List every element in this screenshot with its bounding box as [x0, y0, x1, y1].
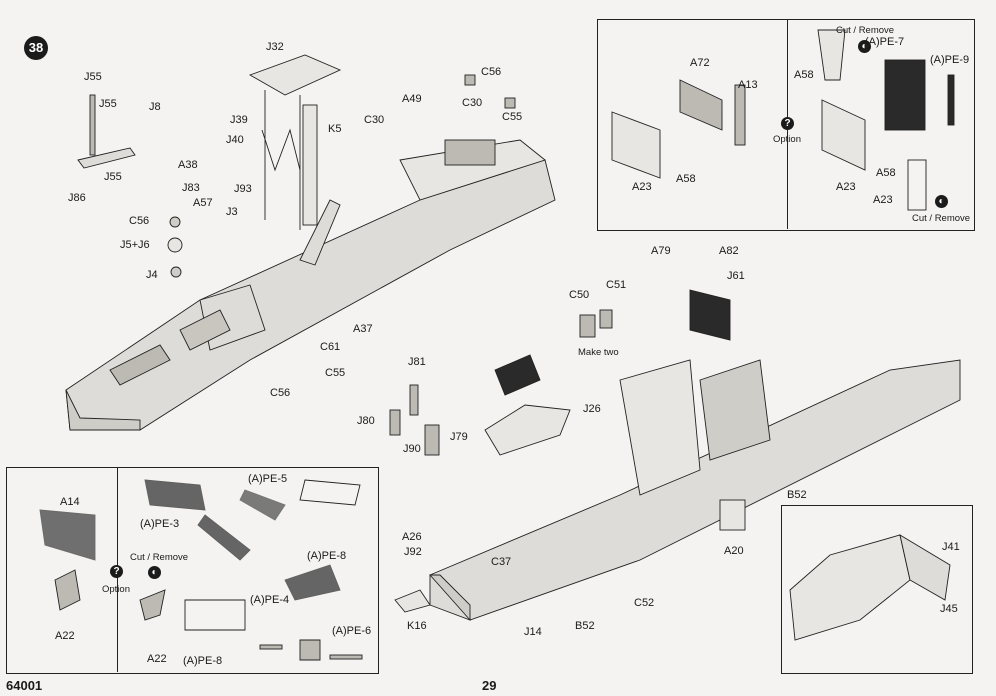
part-label-a58: A58: [794, 69, 814, 81]
part-label-a14: A14: [60, 496, 80, 508]
part-label-c55: C55: [502, 111, 523, 123]
part-label-a37: A37: [353, 323, 373, 335]
make-two-note: Make two: [578, 347, 619, 358]
cut-icon: ◐: [148, 566, 161, 579]
part-label-j26: J26: [583, 403, 601, 415]
part-label-j90: J90: [403, 443, 421, 455]
part-label-k5: K5: [328, 123, 342, 135]
cut-remove-note: Cut / Remove: [912, 213, 971, 224]
part-label-a23: A23: [632, 181, 652, 193]
part-label-j55: J55: [104, 171, 122, 183]
detail-box-bottom-left: [6, 467, 379, 674]
part-label-c51: C51: [606, 279, 627, 291]
part-label-c37: C37: [491, 556, 512, 568]
part-label-c52: C52: [634, 597, 655, 609]
part-label-b52: B52: [575, 620, 595, 632]
part-label-j55: J55: [99, 98, 117, 110]
part-label-ape4: (A)PE-4: [250, 594, 290, 606]
cut-icon: ◐: [858, 40, 871, 53]
part-label-ape3: (A)PE-3: [140, 518, 180, 530]
part-label-c61: C61: [320, 341, 341, 353]
part-label-ape9: (A)PE-9: [930, 54, 970, 66]
part-label-a58: A58: [676, 173, 696, 185]
option-note: Option: [773, 134, 801, 145]
part-label-j92: J92: [404, 546, 422, 558]
part-label-j86: J86: [68, 192, 86, 204]
part-label-j41: J41: [942, 541, 960, 553]
option-note: Option: [102, 584, 130, 595]
part-label-ape6: (A)PE-6: [332, 625, 372, 637]
part-label-a20: A20: [724, 545, 744, 557]
part-label-a58: A58: [876, 167, 896, 179]
part-label-a23: A23: [836, 181, 856, 193]
part-label-j80: J80: [357, 415, 375, 427]
part-label-a22: A22: [147, 653, 167, 665]
catalog-number: 64001: [6, 678, 43, 693]
part-label-b52: B52: [787, 489, 807, 501]
part-label-a26: A26: [402, 531, 422, 543]
part-label-j81: J81: [408, 356, 426, 368]
part-label-a38: A38: [178, 159, 198, 171]
part-label-c30: C30: [462, 97, 483, 109]
part-label-ape5: (A)PE-5: [248, 473, 288, 485]
part-label-j14: J14: [524, 626, 542, 638]
part-label-a13: A13: [738, 79, 758, 91]
cut-remove-note: Cut / Remove: [836, 25, 895, 36]
part-label-ape7: (A)PE-7: [865, 36, 905, 48]
part-label-j61: J61: [727, 270, 745, 282]
part-label-j3: J3: [226, 206, 238, 218]
part-label-j39: J39: [230, 114, 248, 126]
detail-box-bottom-right: [781, 505, 973, 674]
part-label-a79: A79: [651, 245, 671, 257]
cut-icon: ◐: [935, 195, 948, 208]
part-label-a57: A57: [193, 197, 213, 209]
part-label-a82: A82: [719, 245, 739, 257]
part-label-c50: C50: [569, 289, 590, 301]
part-label-j32: J32: [266, 41, 284, 53]
part-label-j8: J8: [149, 101, 161, 113]
part-label-c56: C56: [129, 215, 150, 227]
question-mark-icon: ?: [781, 117, 794, 130]
part-label-j45: J45: [940, 603, 958, 615]
cut-remove-note: Cut / Remove: [130, 552, 189, 563]
part-label-j40: J40: [226, 134, 244, 146]
part-label-ape8: (A)PE-8: [307, 550, 347, 562]
part-label-j83: J83: [182, 182, 200, 194]
part-label-j93: J93: [234, 183, 252, 195]
detail-box-top-right: [597, 19, 975, 231]
part-label-a49: A49: [402, 93, 422, 105]
part-label-c56: C56: [270, 387, 291, 399]
page-number: 29: [482, 678, 497, 693]
part-label-c56: C56: [481, 66, 502, 78]
part-label-k16: K16: [407, 620, 427, 632]
question-mark-icon: ?: [110, 565, 123, 578]
part-label-j79: J79: [450, 431, 468, 443]
part-label-c55: C55: [325, 367, 346, 379]
step-number-badge: 38: [24, 36, 48, 60]
part-label-j4: J4: [146, 269, 158, 281]
part-label-a23: A23: [873, 194, 893, 206]
part-label-ape8: (A)PE-8: [183, 655, 223, 667]
part-label-c30: C30: [364, 114, 385, 126]
part-label-j5-j6: J5+J6: [120, 239, 150, 251]
part-label-j55: J55: [84, 71, 102, 83]
part-label-a22: A22: [55, 630, 75, 642]
part-label-a72: A72: [690, 57, 710, 69]
